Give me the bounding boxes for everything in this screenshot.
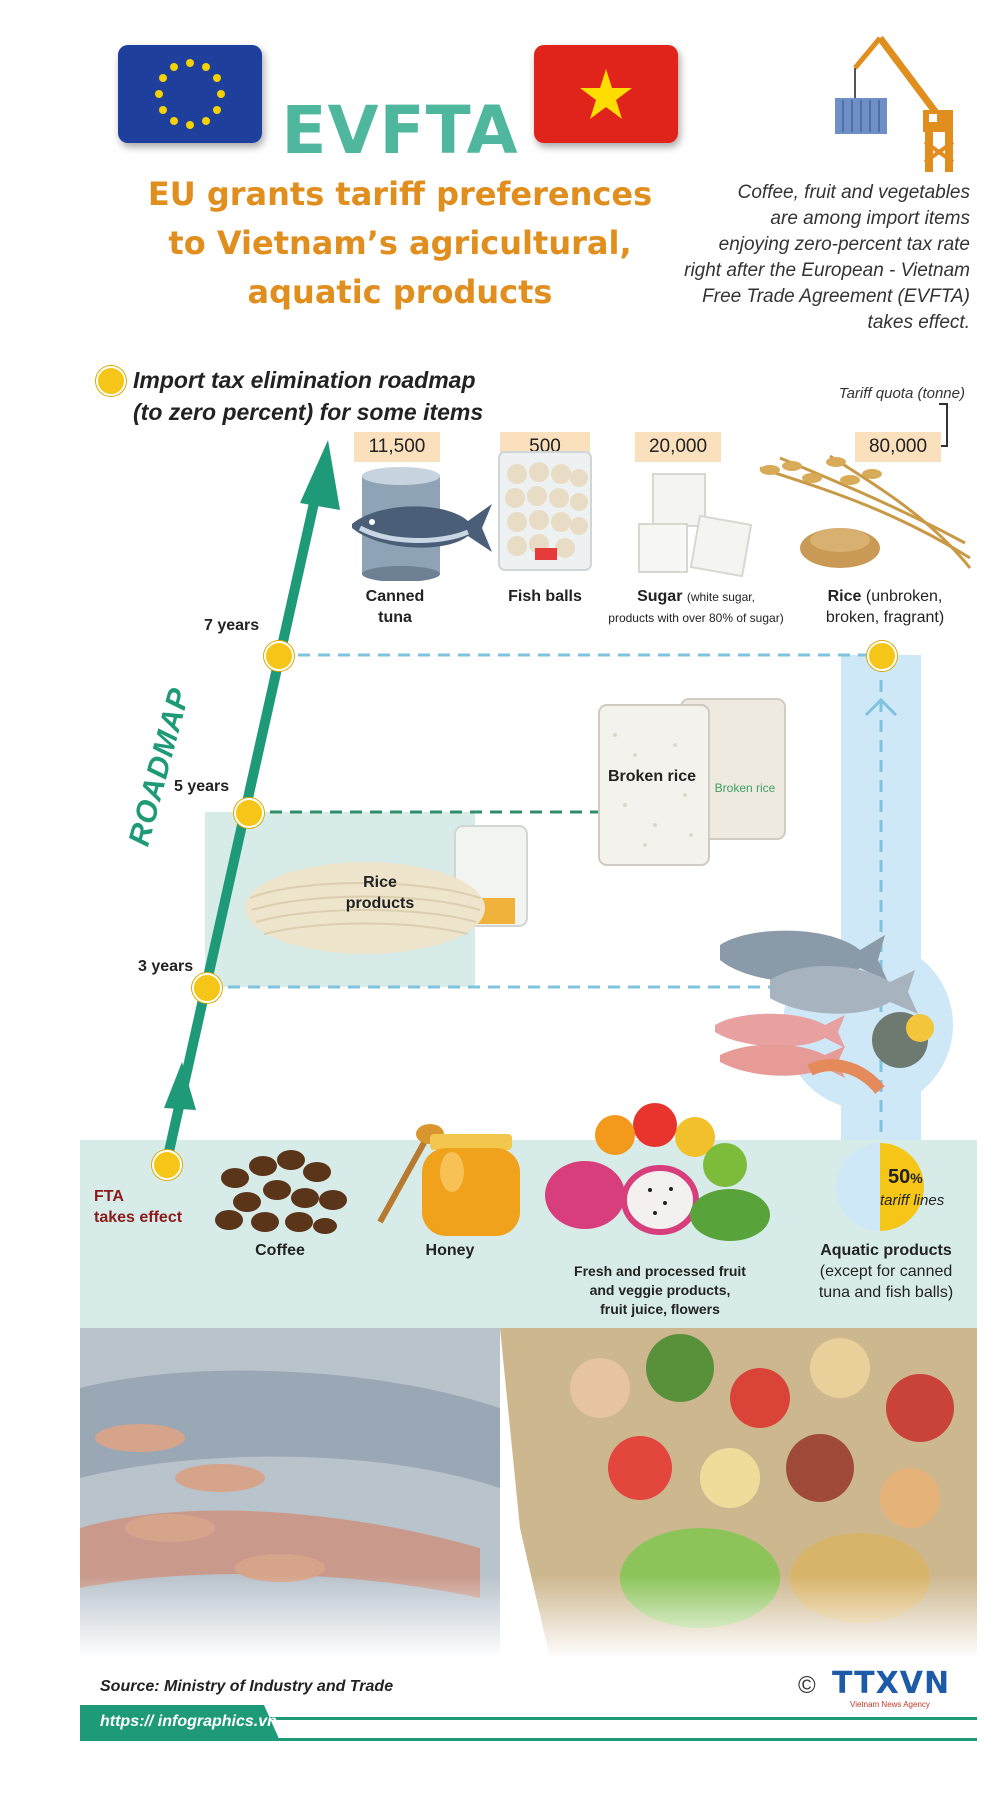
ttxvn-logo-subtitle: Vietnam News Agency: [850, 1700, 930, 1709]
intro-line: are among import items: [770, 208, 970, 229]
label-line: tuna: [378, 609, 412, 626]
aquatic-note: tuna and fish balls): [818, 1284, 954, 1301]
roadmap-heading: Import tax elimination roadmap (to zero …: [133, 364, 553, 428]
fish-balls-label: Fish balls: [508, 588, 582, 605]
ttxvn-logo: TTXVN: [832, 1666, 951, 1701]
heading-bullet-icon: [96, 366, 126, 396]
aquatic-share-label: tariff lines: [880, 1192, 945, 1209]
honey-label: Honey: [425, 1242, 475, 1259]
website-link[interactable]: https:// infographics.vn: [100, 1713, 277, 1730]
broken-rice-label: Broken rice: [607, 768, 697, 785]
subtitle-line: EU grants tariff preferences: [147, 175, 653, 213]
coffee-beans-image: [215, 1150, 347, 1234]
seafood-image: [715, 930, 934, 1094]
intro-line: Coffee, fruit and vegetables: [737, 182, 970, 203]
heading-line: Import tax elimination roadmap: [133, 367, 476, 393]
quota-canned-tuna: 11,500: [354, 432, 440, 462]
quota-rice: 80,000: [855, 432, 941, 462]
aquatic-products-label: Aquatic products (except for canned tuna…: [800, 1240, 972, 1303]
fruit-veggies-image: [545, 1103, 770, 1241]
tariff-quota-label: Tariff quota (tonne): [838, 385, 965, 402]
fruit-veggies-label: Fresh and processed fruit and veggie pro…: [555, 1262, 765, 1319]
milestone-3-years-dot: [192, 973, 222, 1003]
footer-bar: [80, 1717, 977, 1720]
rice-products-label: Rice products: [320, 872, 440, 914]
label-line: takes effect: [94, 1209, 183, 1226]
sugar-label: Sugar (white sugar, products with over 8…: [596, 586, 796, 629]
aquatic-share-pie: [836, 1143, 924, 1231]
quota-sugar: 20,000: [635, 432, 721, 462]
label-line: Rice: [363, 874, 397, 891]
copyright-icon: ©: [798, 1672, 816, 1699]
rice-label: Rice (unbroken, broken, fragrant): [805, 586, 965, 628]
subtitle-line: to Vietnam’s agricultural,: [168, 224, 632, 262]
share-unit: %: [910, 1170, 923, 1186]
fish-balls-image: [498, 451, 592, 571]
star-icon: [580, 69, 632, 119]
aquatic-title: Aquatic products: [820, 1242, 952, 1259]
eu-flag: [118, 45, 262, 143]
rice-noodles-image: [245, 825, 528, 954]
sugar-name: Sugar: [637, 588, 683, 605]
milestone-7-years-dot: [264, 641, 294, 671]
milestone-5-years: 5 years: [174, 778, 230, 795]
label-line: Fresh and processed fruit: [574, 1263, 746, 1279]
rice-note: (unbroken,: [865, 588, 943, 605]
canned-tuna-image: [352, 467, 492, 581]
coffee-label: Coffee: [255, 1242, 305, 1259]
port-crane-icon: [835, 35, 955, 172]
seafood-vegetables-photo: [80, 1328, 977, 1658]
intro-line: enjoying zero-percent tax rate: [718, 234, 970, 255]
canned-tuna-label: Canned tuna: [345, 586, 445, 628]
sugar-note: products with over 80% of sugar): [608, 611, 784, 625]
milestone-5-years-dot: [234, 798, 264, 828]
pie-slice: [880, 1143, 924, 1231]
broken-rice-bags-image: [598, 698, 786, 866]
intro-text: Coffee, fruit and vegetables are among i…: [610, 180, 970, 336]
quota-bracket: [935, 403, 948, 447]
label-line: fruit juice, flowers: [600, 1301, 720, 1317]
footer-baseline: [80, 1738, 977, 1741]
subtitle-line: aquatic products: [247, 273, 553, 311]
source-text: Source: Ministry of Industry and Trade: [100, 1678, 394, 1695]
aquatic-note: (except for canned: [819, 1263, 953, 1280]
fta-label: FTA takes effect: [94, 1186, 182, 1228]
intro-line: right after the European - Vietnam: [684, 260, 970, 281]
fta-dot: [152, 1150, 182, 1180]
sugar-image: [638, 473, 753, 578]
vietnam-flag: [534, 45, 678, 143]
url-tab: [80, 1705, 280, 1741]
eu-stars-icon: [155, 59, 225, 129]
intro-line: takes effect.: [867, 312, 970, 333]
rice-name: Rice: [827, 588, 862, 605]
milestone-7-years: 7 years: [204, 617, 260, 634]
label-line: and veggie products,: [589, 1282, 731, 1298]
honey-jar-image: [377, 1124, 520, 1236]
rice-note: broken, fragrant): [825, 609, 945, 626]
rice-7-years-dot: [867, 641, 897, 671]
label-line: Canned: [365, 588, 425, 605]
aquatic-share-value: 50%: [888, 1166, 923, 1189]
page-title: EVFTA: [281, 92, 519, 169]
heading-line: (to zero percent) for some items: [133, 399, 484, 425]
sugar-note: (white sugar,: [686, 590, 755, 604]
share-number: 50: [888, 1166, 911, 1188]
arrow-head-icon: [300, 440, 340, 510]
milestone-3-years: 3 years: [138, 958, 194, 975]
rice-grain-image: [759, 454, 972, 569]
label-line: FTA: [94, 1188, 124, 1205]
arrow-chevron-icon: [164, 1062, 196, 1110]
page-subtitle: EU grants tariff preferences to Vietnam’…: [100, 170, 700, 317]
label-line: products: [345, 895, 415, 912]
intro-line: Free Trade Agreement (EVFTA): [702, 286, 970, 307]
broken-rice-label-2: Broken rice: [714, 781, 776, 795]
